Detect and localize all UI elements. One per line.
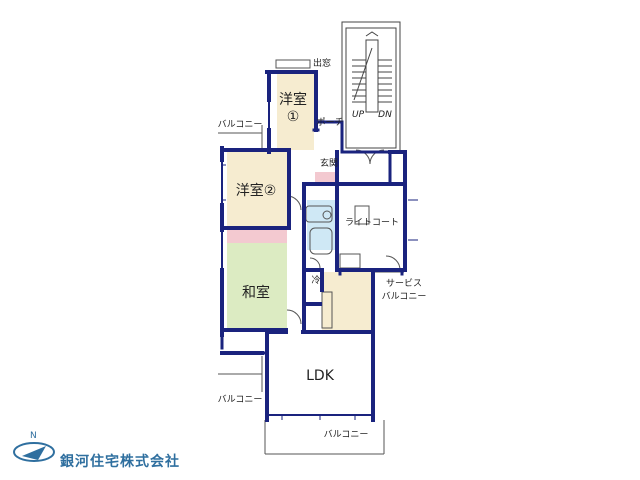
service-balcony-label-2: バルコニー <box>382 291 427 302</box>
stairs-up-label: UP <box>352 110 365 120</box>
tatami-edge <box>227 229 287 243</box>
label-line: ① <box>287 109 300 125</box>
walls <box>220 70 407 422</box>
western-room-1-floor <box>277 74 314 150</box>
window-marks <box>222 164 418 420</box>
western-room-2-floor <box>227 152 287 229</box>
bay-window-label: 出窓 <box>313 57 331 69</box>
western-room-2-label: 洋室② <box>236 182 277 199</box>
compass-logo-icon: N <box>13 431 55 462</box>
entrance-label: 玄関 <box>320 157 338 169</box>
balcony-west-upper-label: バルコニー <box>218 119 263 130</box>
ldk-label: LDK <box>306 368 335 384</box>
refrigerator-label: 冷 <box>311 274 320 286</box>
light-court-label: ライトコート <box>345 217 399 228</box>
staircase <box>341 21 401 153</box>
svg-text:N: N <box>30 431 37 441</box>
porch-label: ポーチ <box>316 117 343 128</box>
company-name: 銀河住宅株式会社 <box>60 453 180 470</box>
label-line: 洋室 <box>279 91 307 108</box>
service-balcony-label-1: サービス <box>386 278 422 289</box>
balcony-west-lower-label: バルコニー <box>218 394 263 405</box>
japanese-room-label: 和室 <box>242 284 270 301</box>
balcony-south-label: バルコニー <box>324 429 369 440</box>
stairs-down-label: DN <box>378 110 392 120</box>
kitchen-floor <box>322 272 374 332</box>
entrance-floor <box>315 172 337 182</box>
japanese-room-floor <box>227 243 287 328</box>
